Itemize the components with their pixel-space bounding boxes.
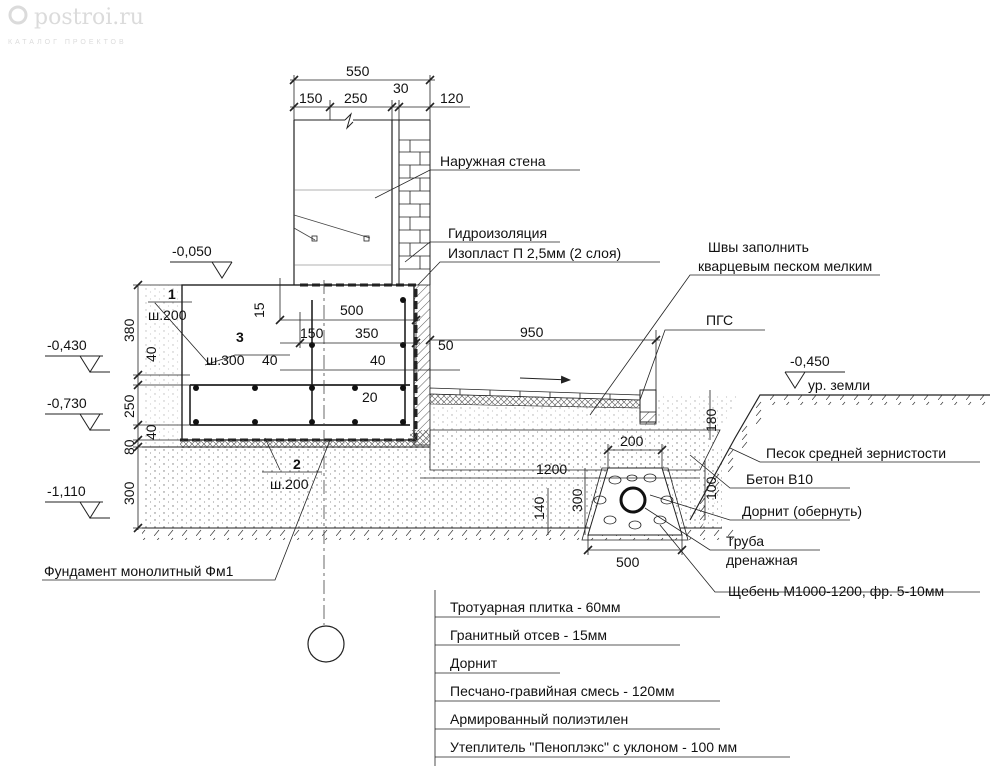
dim-20: 20 [362,389,378,405]
watermark-site: postroi.ru [34,5,144,30]
label-waterproofing-spec: Изопласт П 2,5мм (2 слоя) [448,245,621,261]
level-minus-0430: -0,430 [47,337,87,353]
label-sand: Песок средней зернистости [766,445,946,461]
dim-30: 30 [393,80,409,96]
level-texts: -0,050 -0,430 -0,730 -1,110 -0,450 ур. з… [47,243,870,499]
label-gravel: Щебень М1000-1200, фр. 5-10мм [728,583,944,599]
dim-300-trench: 300 [569,488,585,512]
layer-item: Тротуарная плитка - 60мм [450,599,620,615]
rebar-pos-3-step: ш.300 [206,352,245,368]
dim-380: 380 [121,318,137,342]
ground-level-label: ур. земли [808,377,870,393]
dim-200: 200 [620,433,644,449]
dim-350: 350 [355,325,379,341]
leader-lines [42,169,980,766]
dim-950: 950 [520,324,544,340]
dim-140: 140 [531,496,547,520]
watermark: postroi.ru КАТАЛОГ ПРОЕКТОВ [8,5,144,46]
rebar-pos-2-step: ш.200 [270,476,309,492]
dim-40-left: 40 [262,352,278,368]
layer-item: Гранитный отсев - 15мм [450,627,607,643]
dim-500-trench: 500 [616,554,640,570]
grid-axis [307,280,345,663]
label-joints-2: кварцевым песком мелким [698,258,872,274]
label-waterproofing: Гидроизоляция [448,225,547,241]
dim-250-side: 250 [121,394,137,418]
dim-80: 80 [121,439,137,455]
rebar-marks: 1 ш.200 3 ш.300 2 ш.200 [148,286,322,492]
layer-item: Армированный полиэтилен [450,711,628,727]
label-outer-wall: Наружная стена [440,153,546,169]
level-minus-0450: -0,450 [790,353,830,369]
dim-50: 50 [438,337,454,353]
label-concrete: Бетон В10 [746,471,813,487]
dim-150-top: 150 [299,90,323,106]
rebar-pos-1: 1 [168,286,176,302]
outer-wall [293,112,431,285]
dim-40-a: 40 [143,346,159,362]
level-minus-0730: -0,730 [47,395,87,411]
level-minus-1110: -1,110 [47,483,86,499]
dim-120: 120 [440,90,464,106]
dim-550: 550 [346,63,370,79]
callout-labels: Наружная стена Гидроизоляция Изопласт П … [44,153,946,599]
dimension-texts: 550 150 250 30 120 15 500 150 350 40 40 … [121,63,719,570]
dim-300-side: 300 [121,481,137,505]
dim-180: 180 [703,408,719,432]
layer-item: Песчано-гравийная смесь - 120мм [450,683,674,699]
dim-150-mid: 150 [300,325,324,341]
dim-500-top: 500 [340,302,364,318]
rebar-pos-1-step: ш.200 [148,307,187,323]
level-marks [45,261,845,519]
level-minus-0050: -0,050 [172,243,212,259]
rebar-pos-3: 3 [236,329,244,345]
watermark-tagline: КАТАЛОГ ПРОЕКТОВ [8,39,127,46]
dim-1200: 1200 [536,461,567,477]
paving [429,375,657,425]
drainage-trench [581,467,689,541]
dim-15: 15 [251,302,267,318]
dim-250-top: 250 [344,90,368,106]
dim-100: 100 [703,476,719,500]
label-pipe-2: дренажная [726,552,798,568]
dim-40-b: 40 [143,424,159,440]
dimension-lines [133,75,711,555]
label-foundation: Фундамент монолитный Фм1 [44,563,234,579]
label-joints-1: Швы заполнить [708,239,809,255]
label-pipe-1: Труба [726,533,764,549]
layer-item: Дорнит [450,655,498,671]
layer-item: Утеплитель "Пеноплэкс" с уклоном - 100 м… [450,739,737,755]
label-dornit-wrap: Дорнит (обернуть) [742,503,862,519]
layer-list: Тротуарная плитка - 60мм Гранитный отсев… [450,599,737,755]
foundation-slab [142,283,431,448]
label-pgs: ПГС [706,312,733,328]
dim-40-right: 40 [370,352,386,368]
rebar-pos-2: 2 [293,456,301,472]
